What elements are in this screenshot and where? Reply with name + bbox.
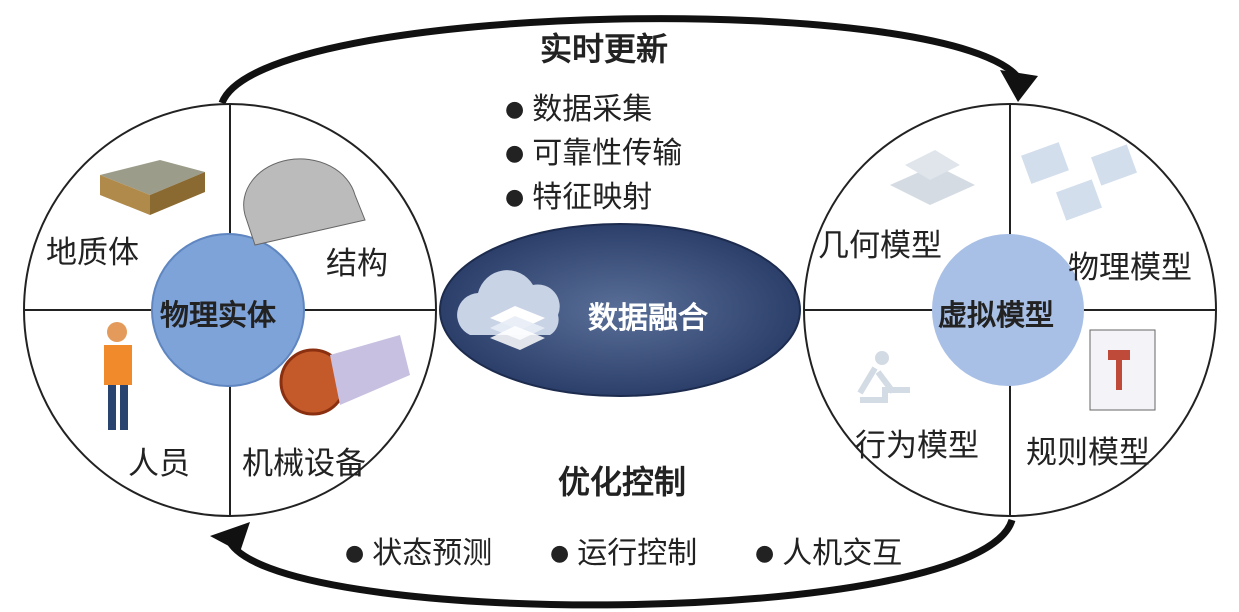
quadrant-physics-model: 物理模型	[1068, 250, 1192, 286]
worker-icon	[104, 322, 132, 430]
physics-model-icon	[1021, 142, 1137, 221]
tbm-icon	[279, 335, 410, 416]
bottom-cycle-title: 优化控制	[558, 463, 687, 501]
data-fusion-label: 数据融合	[588, 301, 708, 336]
tunnel-icon	[243, 158, 366, 246]
bottom-item: 状态预测	[345, 528, 492, 572]
top-cycle-title: 实时更新	[540, 30, 669, 68]
quadrant-behavior-model: 行为模型	[855, 428, 979, 464]
virtual-model-label: 虚拟模型	[938, 298, 1055, 332]
cloud-layers-icon	[457, 270, 560, 350]
quadrant-rules-model: 规则模型	[1026, 435, 1150, 471]
top-item: 数据采集	[505, 84, 652, 128]
top-cycle-arrow	[218, 15, 1023, 105]
top-item: 可靠性传输	[505, 128, 682, 172]
rules-model-icon	[1089, 329, 1156, 411]
bottom-item: 运行控制	[550, 528, 697, 572]
quadrant-geometry-model: 几何模型	[818, 228, 942, 264]
quadrant-machinery: 机械设备	[242, 446, 366, 482]
bottom-cycle-arrow	[224, 518, 1016, 609]
geometry-model-icon	[890, 150, 975, 205]
top-arrowhead-icon	[1000, 70, 1038, 102]
quadrant-structure: 结构	[326, 246, 388, 282]
data-fusion-ellipse	[439, 223, 801, 397]
quadrant-personnel: 人员	[128, 446, 190, 482]
physical-entity-label: 物理实体	[160, 298, 277, 332]
bottom-arrowhead-icon	[210, 522, 250, 552]
quadrant-geology: 地质体	[46, 235, 139, 271]
terrain-icon	[100, 160, 205, 215]
top-item: 特征映射	[505, 172, 652, 216]
bottom-item: 人机交互	[755, 528, 902, 572]
behavior-model-icon	[857, 351, 910, 403]
virtual-circle	[803, 103, 1217, 517]
